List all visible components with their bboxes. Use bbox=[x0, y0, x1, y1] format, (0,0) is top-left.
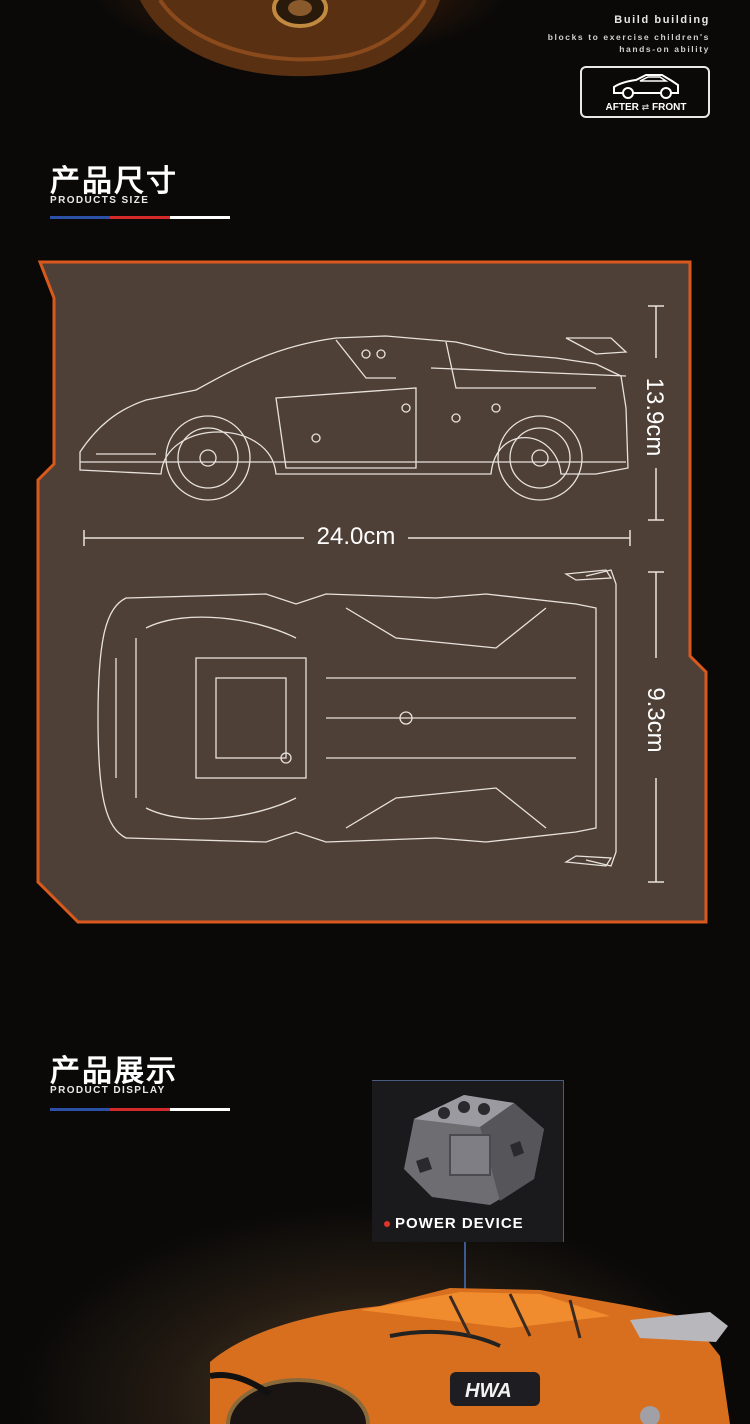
car-product-photo: HWA bbox=[210, 1288, 730, 1424]
size-section-title: 产品尺寸 bbox=[50, 165, 178, 198]
power-device-callout: POWER DEVICE bbox=[372, 1080, 564, 1242]
length-label: 24.0cm bbox=[316, 523, 396, 550]
front-text: FRONT bbox=[652, 102, 687, 113]
display-section-divider bbox=[50, 1108, 230, 1111]
height-dimension-line bbox=[648, 305, 664, 521]
power-device-text: POWER DEVICE bbox=[395, 1215, 524, 1232]
after-text: AFTER bbox=[605, 102, 639, 113]
after-front-badge: AFTER ⇄ FRONT bbox=[580, 66, 710, 118]
size-section-divider bbox=[50, 216, 230, 219]
car-outline-icon bbox=[613, 74, 679, 99]
car-top-view-blueprint bbox=[97, 569, 617, 867]
display-section-subtitle: PRODUCT DISPLAY bbox=[50, 1085, 166, 1096]
swap-arrow-icon: ⇄ bbox=[641, 102, 650, 112]
tagline: Build building blocks to exercise childr… bbox=[548, 14, 710, 54]
width-label: 9.3cm bbox=[642, 687, 669, 753]
length-dimension-line bbox=[83, 530, 631, 546]
height-label: 13.9cm bbox=[641, 377, 668, 457]
tagline-line-2: blocks to exercise children's bbox=[547, 32, 710, 42]
tagline-line-3: hands-on ability bbox=[619, 44, 710, 54]
car-plate-text: HWA bbox=[465, 1380, 512, 1402]
display-section-title: 产品展示 bbox=[50, 1055, 178, 1088]
motor-block-image bbox=[404, 1095, 544, 1205]
car-wheel-image bbox=[140, 0, 440, 77]
car-side-view-blueprint bbox=[79, 335, 629, 501]
size-section-subtitle: PRODUCTS SIZE bbox=[50, 195, 150, 206]
size-panel bbox=[36, 260, 708, 924]
width-dimension-line bbox=[648, 571, 664, 883]
red-dot-icon bbox=[384, 1221, 390, 1228]
tagline-line-1: Build building bbox=[614, 14, 710, 26]
after-front-label: AFTER ⇄ FRONT bbox=[588, 102, 704, 113]
power-device-label: POWER DEVICE bbox=[384, 1215, 524, 1232]
